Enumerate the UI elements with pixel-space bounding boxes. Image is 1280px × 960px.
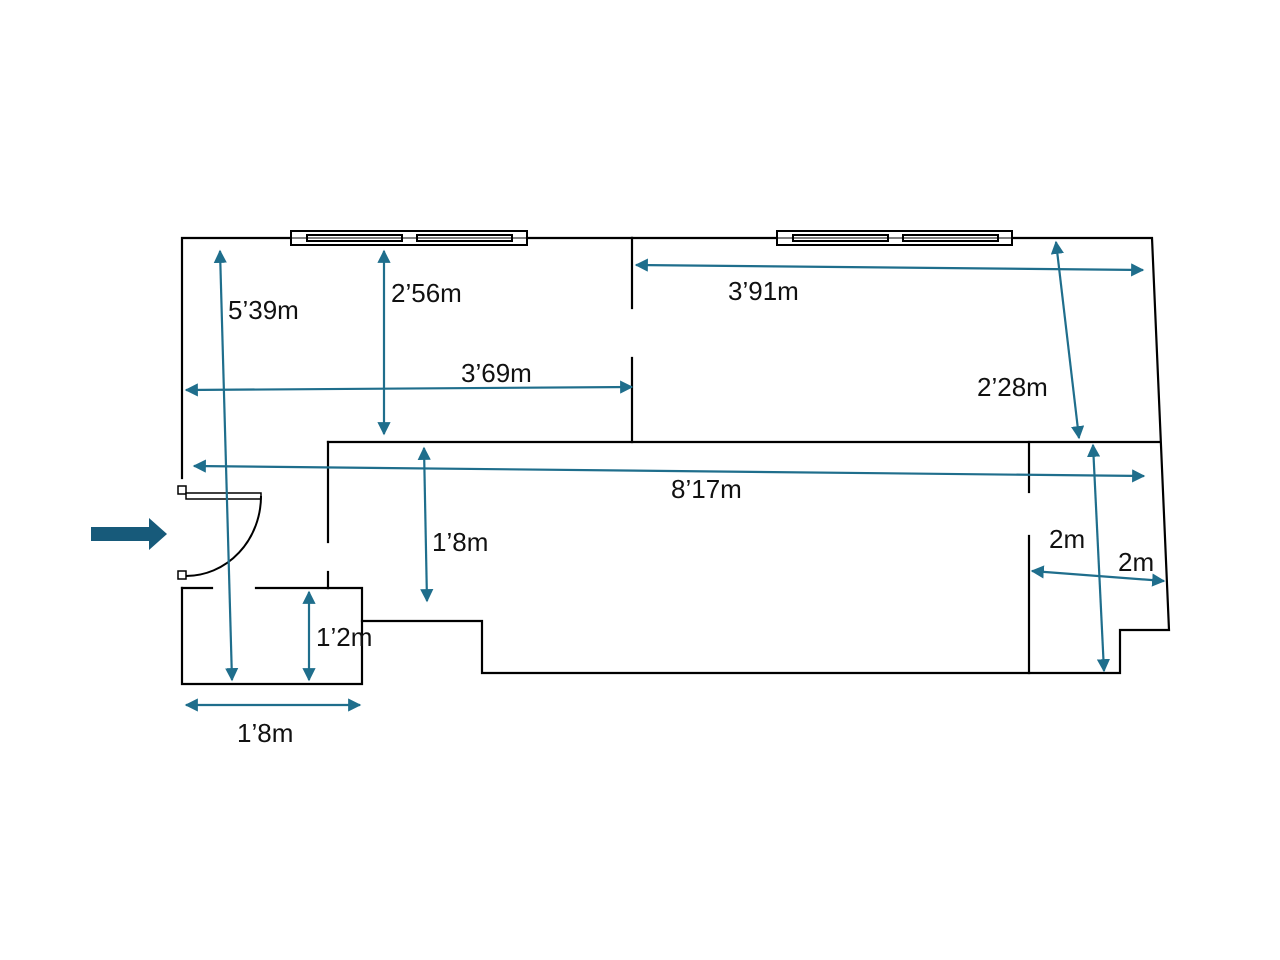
label-upper-right-room-width: 3’91m — [728, 276, 799, 306]
label-total-height-left: 5’39m — [228, 295, 299, 325]
label-corridor-height: 1’8m — [432, 527, 488, 557]
walls — [180, 236, 1171, 686]
window-left — [290, 230, 528, 246]
dim-line-upper-left-room-width — [184, 380, 634, 397]
dimension-labels: 5’39m 2’56m 3’91m 3’69m 2’28m 8’17m 1’8m… — [228, 276, 1154, 748]
label-total-length: 8’17m — [671, 474, 742, 504]
dim-line-total-length — [192, 459, 1146, 483]
dimension-lines — [184, 240, 1166, 712]
label-right-room-width: 2m — [1118, 547, 1154, 577]
exterior-wall-top-right — [360, 236, 1171, 675]
entrance-door — [177, 485, 262, 580]
dim-line-right-room-width — [1030, 565, 1166, 587]
bathroom-wall — [180, 586, 364, 686]
dim-line-upper-right-room-width — [634, 258, 1145, 277]
label-bathroom-width: 1’8m — [237, 718, 293, 748]
dim-line-right-room-height — [1086, 443, 1111, 673]
label-upper-left-room-width: 3’69m — [461, 358, 532, 388]
right-arrow-icon — [91, 518, 167, 550]
dim-line-corridor-height — [417, 446, 434, 603]
label-upper-left-room-height: 2’56m — [391, 278, 462, 308]
window-right — [776, 230, 1013, 246]
dim-line-upper-right-room-height — [1050, 240, 1085, 440]
label-bathroom-height: 1’2m — [316, 622, 372, 652]
label-right-room-height: 2m — [1049, 524, 1085, 554]
label-upper-right-room-height: 2’28m — [977, 372, 1048, 402]
